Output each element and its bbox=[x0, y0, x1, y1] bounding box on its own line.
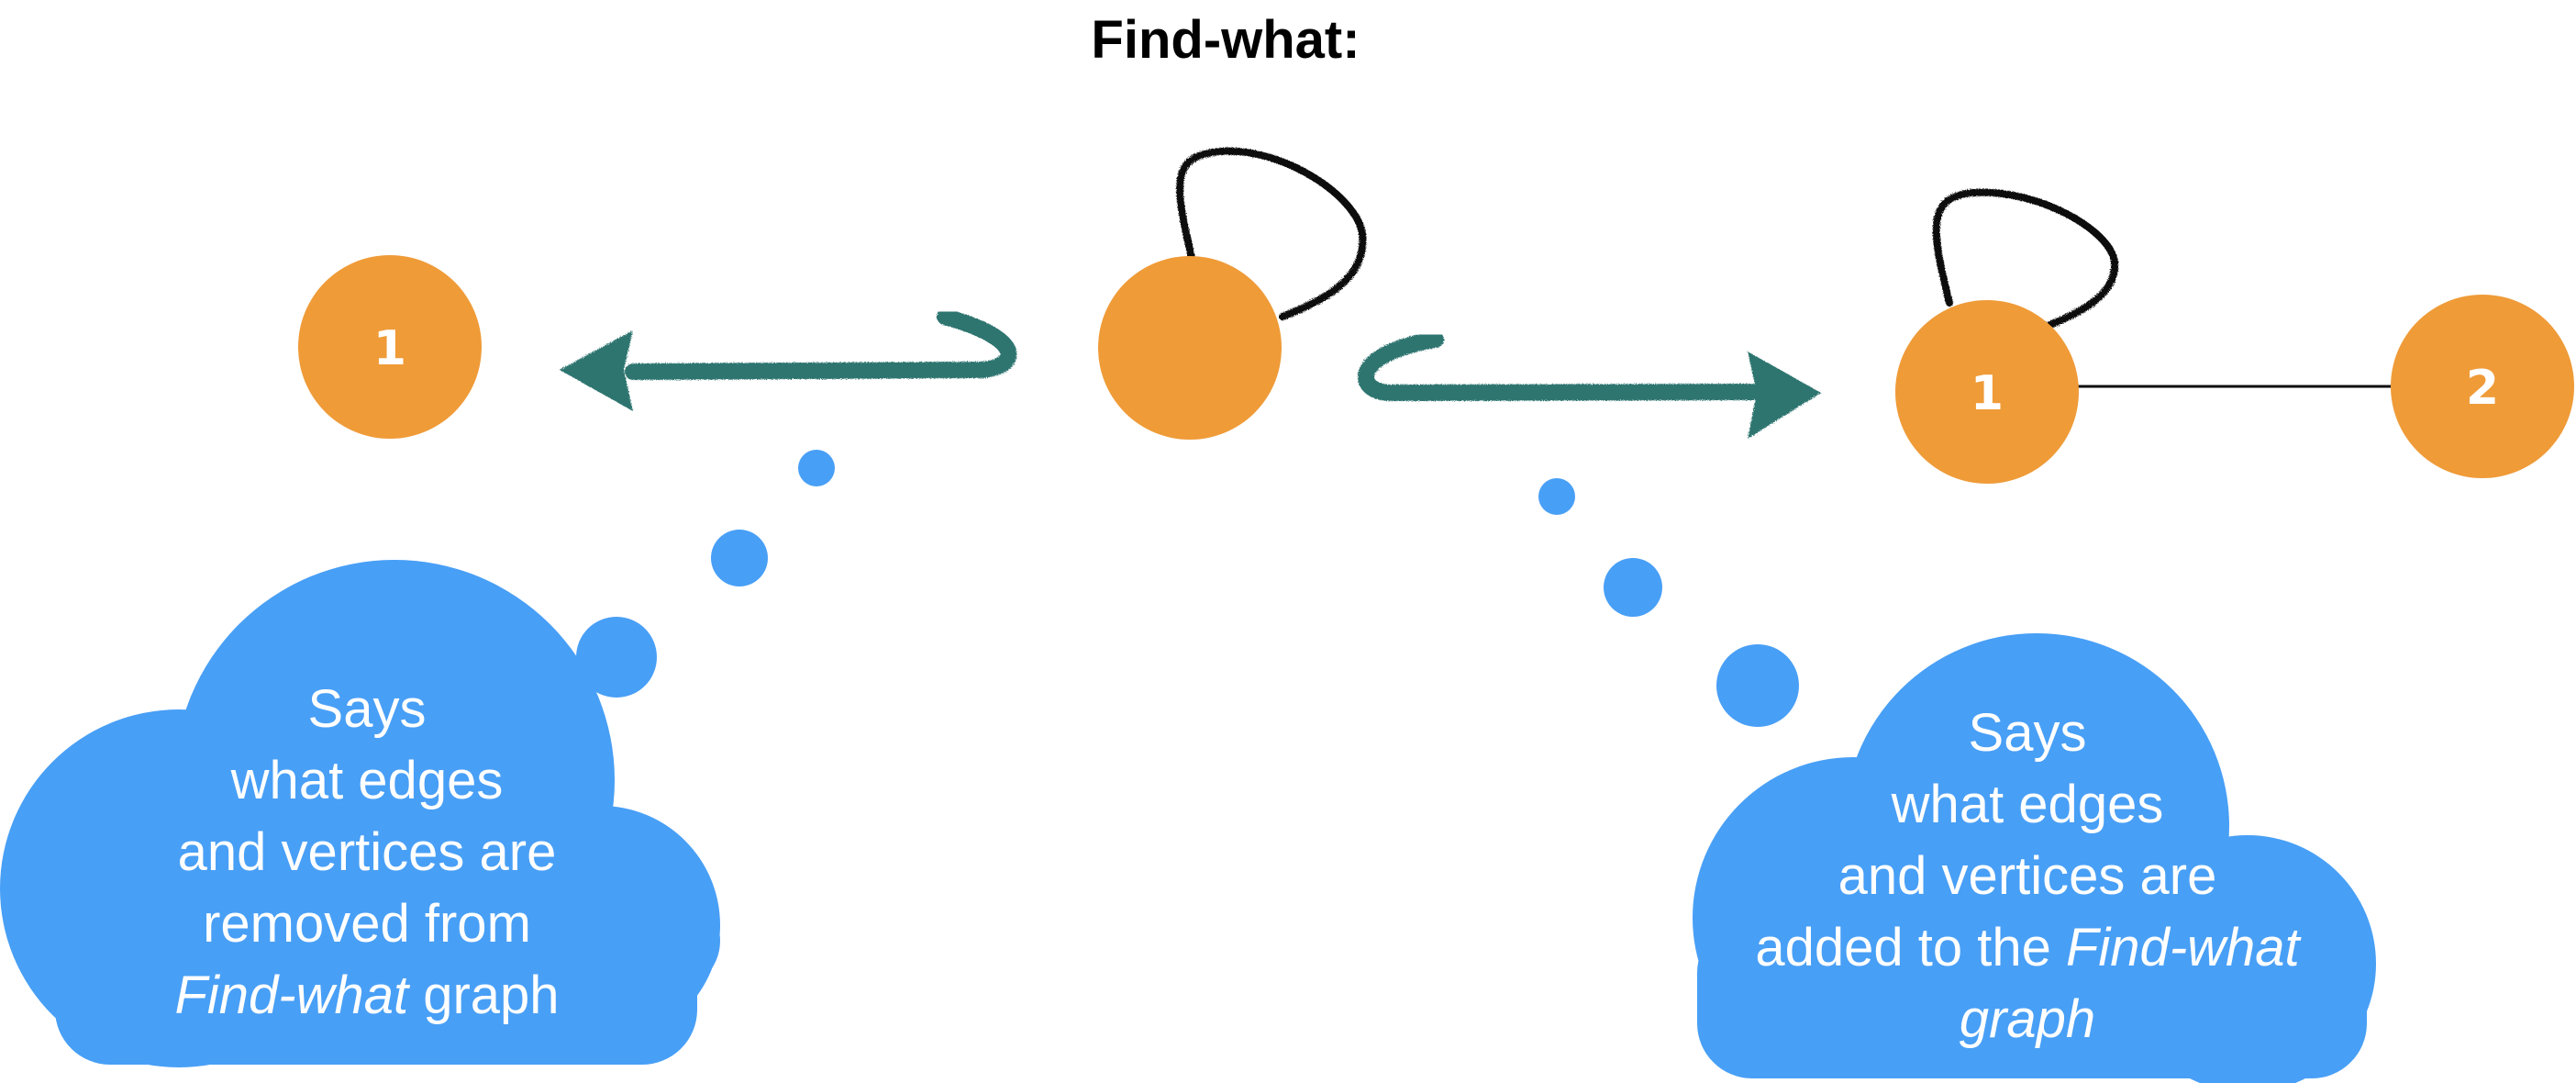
left-cloud-shape bbox=[0, 560, 720, 1067]
left-arrow-head bbox=[560, 330, 633, 411]
center-graph bbox=[1098, 147, 1367, 440]
right-graph: 1 2 bbox=[1895, 188, 2574, 484]
left-vertex-1 bbox=[298, 255, 482, 439]
right-cloud-text-line-4-part-2: Find-what bbox=[2066, 918, 2303, 977]
right-vertex-1-label: 1 bbox=[1971, 366, 2004, 421]
right-bubble-dot-small bbox=[1538, 478, 1575, 515]
right-thought-bubble: Says what edges and vertices are added to t… bbox=[1538, 478, 2376, 1083]
right-cloud-text-line-2-part-1: what edges bbox=[1891, 775, 2164, 834]
left-cloud-text: Says what edges and vertices are removed fr… bbox=[174, 679, 559, 1025]
right-vertex-2-label: 2 bbox=[2466, 361, 2499, 416]
right-bubble-dot-large bbox=[1716, 644, 1799, 727]
left-bubble-dot-small bbox=[798, 450, 835, 486]
left-cloud-text-line-2: what edges bbox=[230, 751, 504, 810]
left-cloud-text-line-4: removed from bbox=[203, 894, 531, 954]
page-title: Find-what: bbox=[1091, 10, 1360, 70]
left-cloud-text-line-3-part-1: and vertices are bbox=[178, 822, 557, 882]
left-cloud-text-line-2-part-1: what edges bbox=[230, 751, 504, 810]
right-arrow-shaft bbox=[1358, 331, 1760, 402]
right-cloud-text-line-5-part-1: graph bbox=[1960, 989, 2095, 1049]
left-thought-bubble: Says what edges and vertices are removed fr… bbox=[0, 450, 835, 1067]
right-cloud-text-line-5: graph bbox=[1960, 989, 2095, 1049]
left-cloud-text-line-3: and vertices are bbox=[178, 822, 557, 882]
right-cloud-text-line-2: what edges bbox=[1891, 775, 2164, 834]
right-cloud-text-line-1-part-1: Says bbox=[1969, 703, 2087, 763]
right-vertex-2 bbox=[2391, 295, 2574, 478]
right-vertex-1 bbox=[1895, 300, 2079, 484]
right-bubble-dot-medium bbox=[1604, 558, 1662, 617]
center-self-loop-edge bbox=[1176, 147, 1367, 320]
left-cloud-text-line-5-part-1: Find-what bbox=[174, 966, 411, 1025]
left-bubble-dot-large bbox=[576, 617, 657, 698]
right-cloud-text-line-3: and vertices are bbox=[1838, 846, 2217, 906]
left-cloud-text-line-1-part-1: Says bbox=[308, 679, 427, 739]
center-vertex bbox=[1098, 256, 1282, 440]
left-arrow bbox=[560, 308, 1017, 411]
left-cloud-text-line-5: Find-what graph bbox=[174, 966, 559, 1025]
left-arrow-shaft bbox=[625, 308, 1017, 380]
right-cloud-text-line-4: added to the Find-what bbox=[1755, 918, 2302, 977]
left-cloud-text-line-5-part-2: graph bbox=[408, 966, 559, 1025]
right-cloud-text: Says what edges and vertices are added to t… bbox=[1755, 703, 2302, 1049]
right-cloud-text-line-3-part-1: and vertices are bbox=[1838, 846, 2217, 906]
right-cloud-text-line-1: Says bbox=[1969, 703, 2087, 763]
left-graph: 1 bbox=[298, 255, 482, 439]
left-vertex-1-label: 1 bbox=[373, 321, 406, 376]
left-cloud-text-line-4-part-1: removed from bbox=[203, 894, 531, 954]
right-cloud-text-line-4-part-1: added to the bbox=[1755, 918, 2066, 977]
right-edge-1-2 bbox=[2070, 382, 2403, 391]
left-cloud-text-line-1: Says bbox=[308, 679, 427, 739]
right-arrow bbox=[1358, 331, 1821, 439]
right-arrow-head bbox=[1748, 352, 1821, 439]
right-self-loop-edge bbox=[1932, 188, 2119, 329]
right-cloud-shape bbox=[1693, 633, 2376, 1083]
left-bubble-dot-medium bbox=[711, 530, 768, 586]
